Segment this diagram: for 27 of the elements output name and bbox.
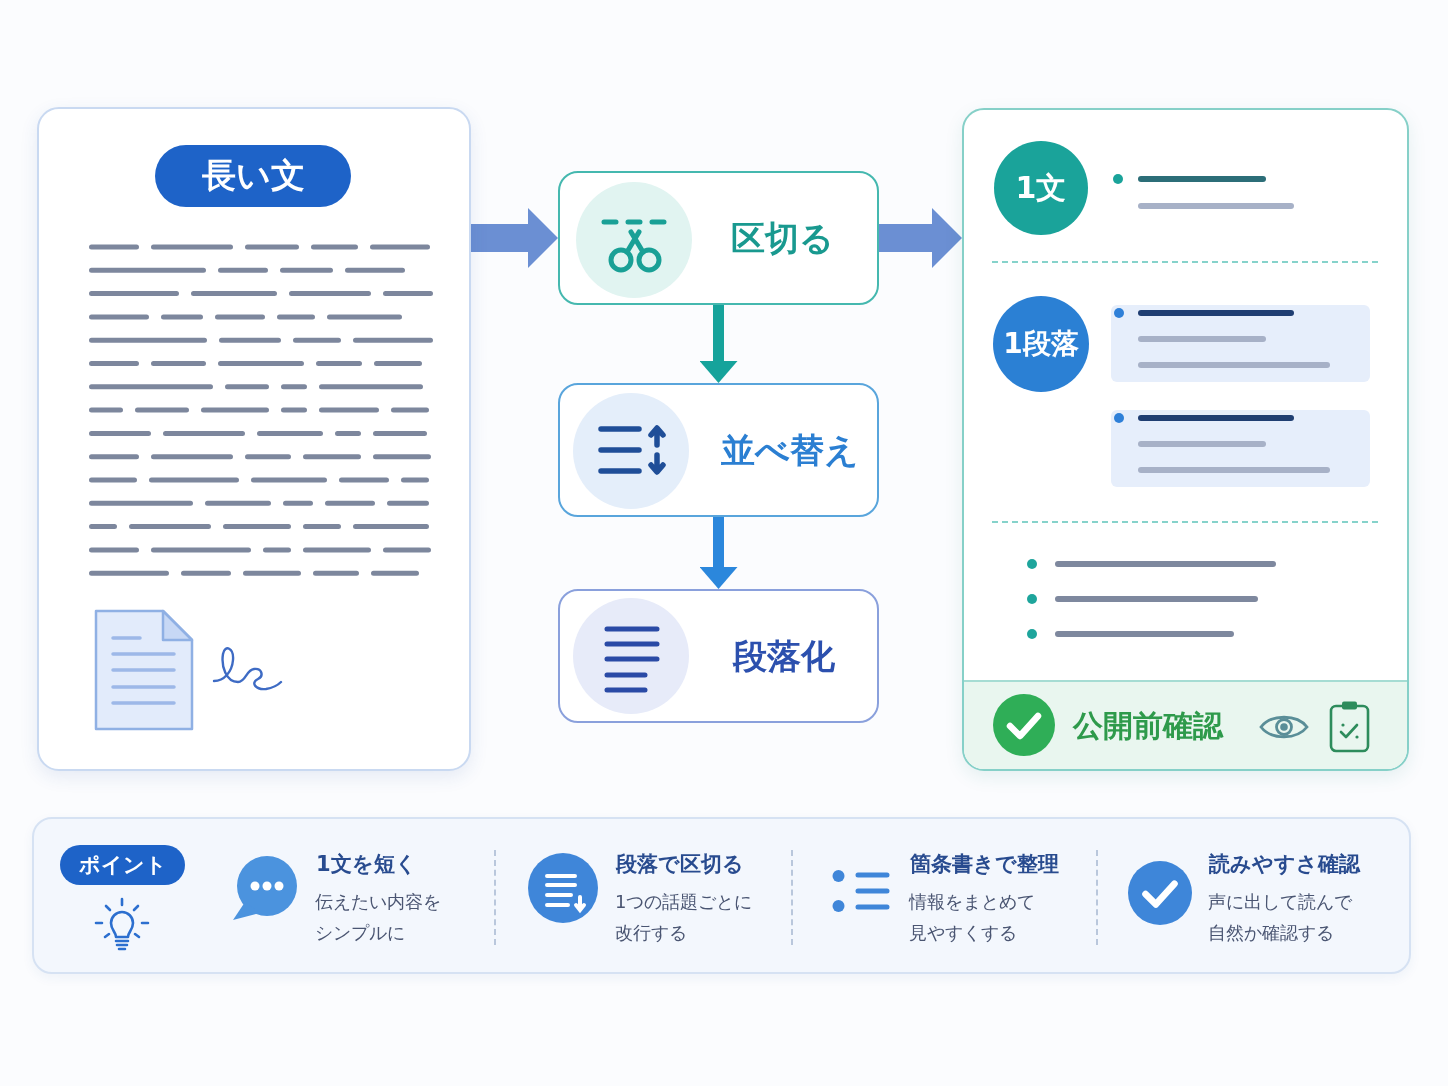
tip-heading: 箇条書きで整理 xyxy=(910,851,1059,877)
process-label: 区切る xyxy=(730,217,834,259)
process-box xyxy=(558,589,879,723)
arrow xyxy=(471,208,558,268)
arrow xyxy=(699,305,738,383)
tip-heading: 読みやすさ確認 xyxy=(1209,851,1360,877)
process-box xyxy=(558,171,879,305)
process-label: 段落化 xyxy=(733,635,835,677)
tip-text: 伝えたい内容をシンプルに xyxy=(315,890,442,945)
process-box xyxy=(558,383,879,517)
tip-text: 声に出して読んで自然か確認する xyxy=(1208,890,1353,945)
document-panel xyxy=(37,107,471,771)
arrow xyxy=(879,208,962,268)
tip-heading: 1文を短く xyxy=(316,851,417,877)
label-circle: 1文 xyxy=(994,141,1088,235)
arrow xyxy=(699,517,738,589)
tips-panel xyxy=(32,817,1411,974)
tip-heading: 段落で区切る xyxy=(616,851,744,877)
status-bar xyxy=(964,680,1407,769)
label-pill: ポイント xyxy=(60,845,185,885)
title-pill: 長い文 xyxy=(155,145,351,207)
tip-text: 情報をまとめて見やすくする xyxy=(909,890,1036,945)
result-panel xyxy=(962,108,1409,771)
process-label: 並べ替え xyxy=(721,429,859,471)
tip-text: 1つの話題ごとに改行する xyxy=(615,890,754,945)
label-circle: 1段落 xyxy=(993,296,1089,392)
status-label: 公開前確認 xyxy=(1073,707,1223,744)
